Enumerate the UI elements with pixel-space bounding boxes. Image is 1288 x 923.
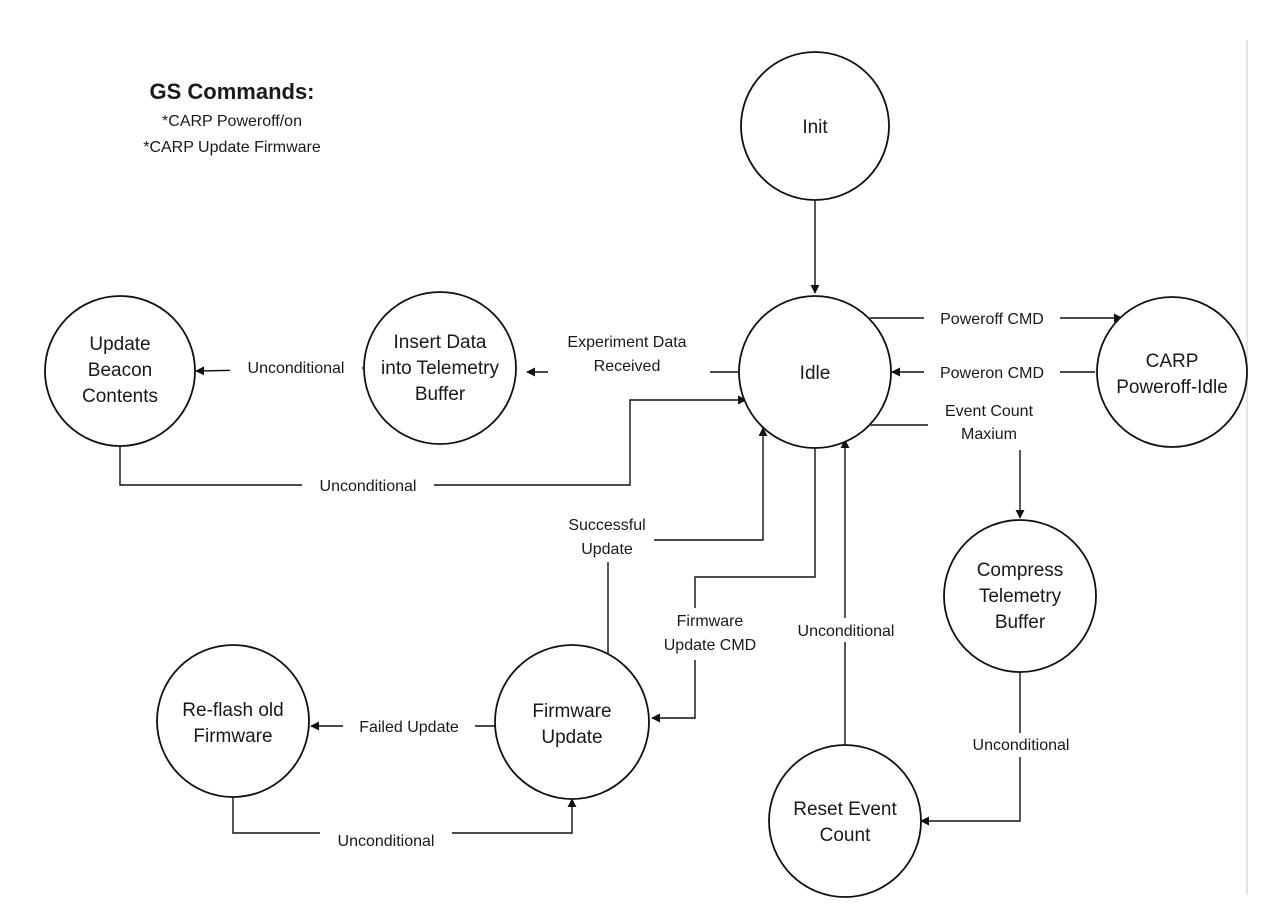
gs-commands-legend: GS Commands: *CARP Poweroff/on *CARP Upd… <box>143 79 321 156</box>
edge-fw-cmd <box>651 447 816 723</box>
svg-text:Idle: Idle <box>800 363 831 384</box>
label-reset-idle: Unconditional <box>798 623 895 640</box>
label-poweron: Poweron CMD <box>940 365 1044 382</box>
label-compress-reset: Unconditional <box>973 737 1070 754</box>
state-init[interactable]: Init <box>740 51 890 201</box>
svg-text:Init: Init <box>802 117 828 138</box>
label-beacon-idle: Unconditional <box>320 478 417 495</box>
label-failed: Failed Update <box>359 719 459 736</box>
state-idle[interactable]: Idle <box>738 295 892 449</box>
label-insert-beacon: Unconditional <box>248 360 345 377</box>
edge-beacon-idle <box>119 395 747 486</box>
legend-title: GS Commands: <box>149 79 314 104</box>
edge-reflash-fw <box>232 796 577 834</box>
label-poweroff: Poweroff CMD <box>940 311 1044 328</box>
legend-item-firmware: *CARP Update Firmware <box>143 139 321 156</box>
label-reflash-fw: Unconditional <box>338 833 435 850</box>
edge-successful <box>607 427 768 660</box>
legend-item-poweroff: *CARP Poweroff/on <box>162 113 302 130</box>
edge-labels: Poweroff CMD Poweron CMD Experiment Data… <box>230 306 1087 853</box>
edge-compress-reset <box>920 672 1021 826</box>
